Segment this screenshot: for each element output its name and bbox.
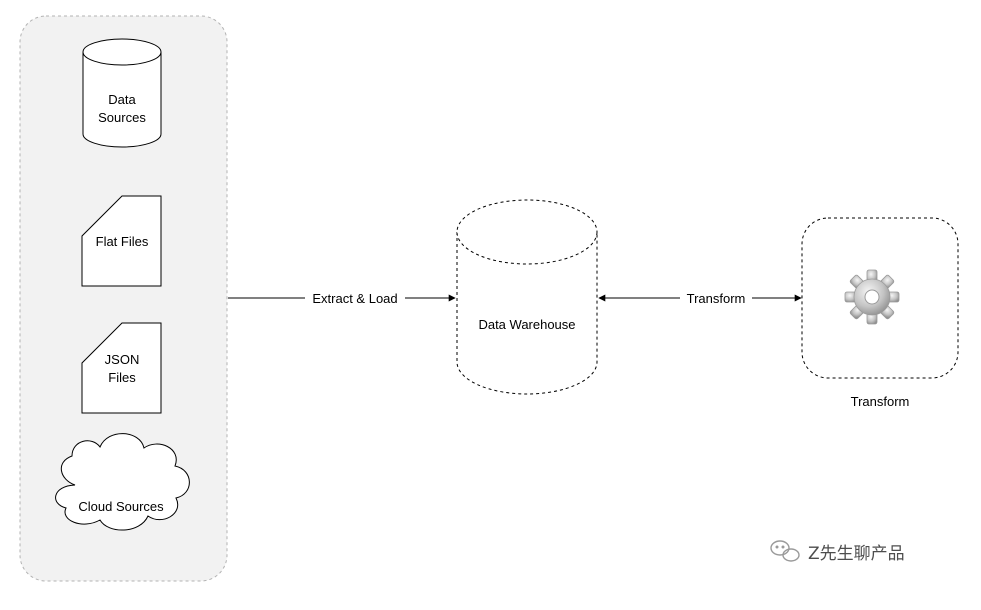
transform-edge-label: Transform [687,291,746,306]
transform-edge[interactable]: Transform [598,290,802,306]
extract-load-label: Extract & Load [312,291,397,306]
flat-files-node[interactable]: Flat Files [81,195,162,287]
watermark-text: Z先生聊产品 [808,544,905,564]
json-files-label-line2: Files [108,370,136,385]
cloud-sources-node[interactable]: Cloud Sources [55,433,190,531]
data-warehouse-node[interactable]: Data Warehouse [456,199,598,395]
transform-node-label: Transform [851,394,910,409]
data-sources-node[interactable]: Data Sources [82,38,162,148]
json-files-label-line1: JSON [105,352,140,367]
wechat-icon [770,540,800,562]
cloud-sources-label: Cloud Sources [78,499,164,514]
gear-icon [844,269,900,325]
data-warehouse-label: Data Warehouse [478,317,575,332]
data-sources-label-line1: Data [108,92,136,107]
watermark: Z先生聊产品 [770,540,905,564]
flat-files-label: Flat Files [96,234,149,249]
extract-load-edge[interactable]: Extract & Load [228,290,456,306]
data-sources-label-line2: Sources [98,110,146,125]
sources-group [19,15,228,582]
json-files-node[interactable]: JSON Files [81,322,162,414]
transform-node[interactable]: Transform [801,217,959,409]
